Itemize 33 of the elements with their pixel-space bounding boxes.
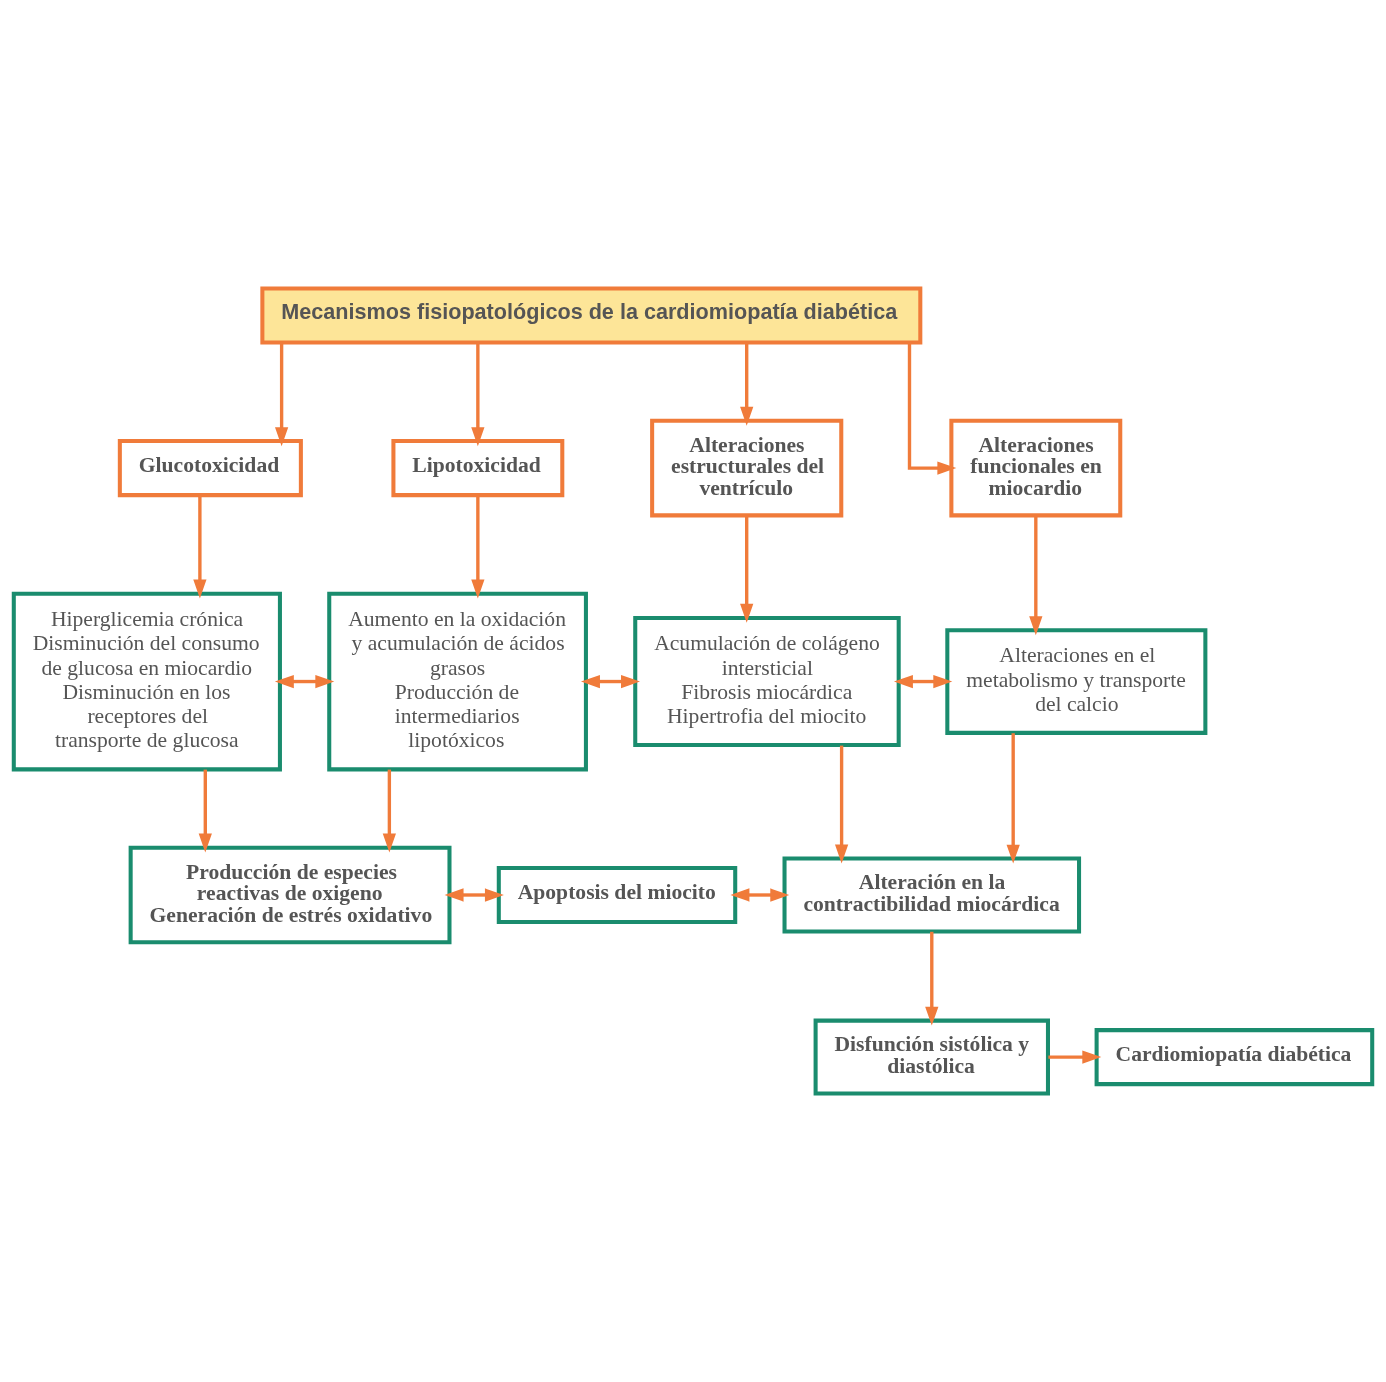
node-box: Disfunción sistólica y diastólica [813,1018,1050,1096]
arrow [274,674,335,689]
node-box: Apoptosis del miocito [496,865,738,925]
arrow [471,342,485,447]
arrow [1006,733,1020,864]
node-box: Lipotoxicidad [391,439,565,498]
node-box: Alteraciones funcionales en miocardio [949,418,1123,518]
node-box: Cardiomiopatía diabética [1094,1028,1375,1087]
arrow [893,674,953,689]
node-box: Alteración en la contractibilidad miocárdica [782,856,1082,934]
arrow [1029,515,1043,636]
arrow [382,769,396,853]
arrow [834,745,849,864]
node-box: Mecanismos fisiopatológicos de la cardiomiopatía diabética [260,286,923,345]
arrow [730,888,790,902]
node-box: Alteraciones estructurales del ventrículo [650,418,844,518]
node-box: Producción de especies reactivas de oxigeno Generación de estrés oxidativo [128,845,452,945]
arrow [471,495,485,599]
arrow [740,342,754,426]
arrow [444,888,504,902]
arrow [1048,1050,1102,1064]
arrow [198,769,212,853]
arrow [275,342,289,447]
arrow [193,495,207,599]
arrow [581,674,640,689]
node-box: Hiperglicemia crónica Disminución del consumo de glucosa en miocardio Disminución en los receptores del transporte de glucosa [11,591,282,772]
node-box: Alteraciones en el metabolismo y transporte del calcio [945,628,1208,735]
arrow [740,515,754,623]
arrow [925,931,939,1026]
node-box: Glucotoxicidad [117,439,303,498]
node-box: Aumento en la oxidación y acumulación de ácidos grasos Producción de intermediarios lipotóxicos [327,591,588,772]
arrow [907,342,957,475]
node-box: Acumulación de colágeno intersticial Fibrosis miocárdica Hipertrofia del miocito [633,616,901,748]
